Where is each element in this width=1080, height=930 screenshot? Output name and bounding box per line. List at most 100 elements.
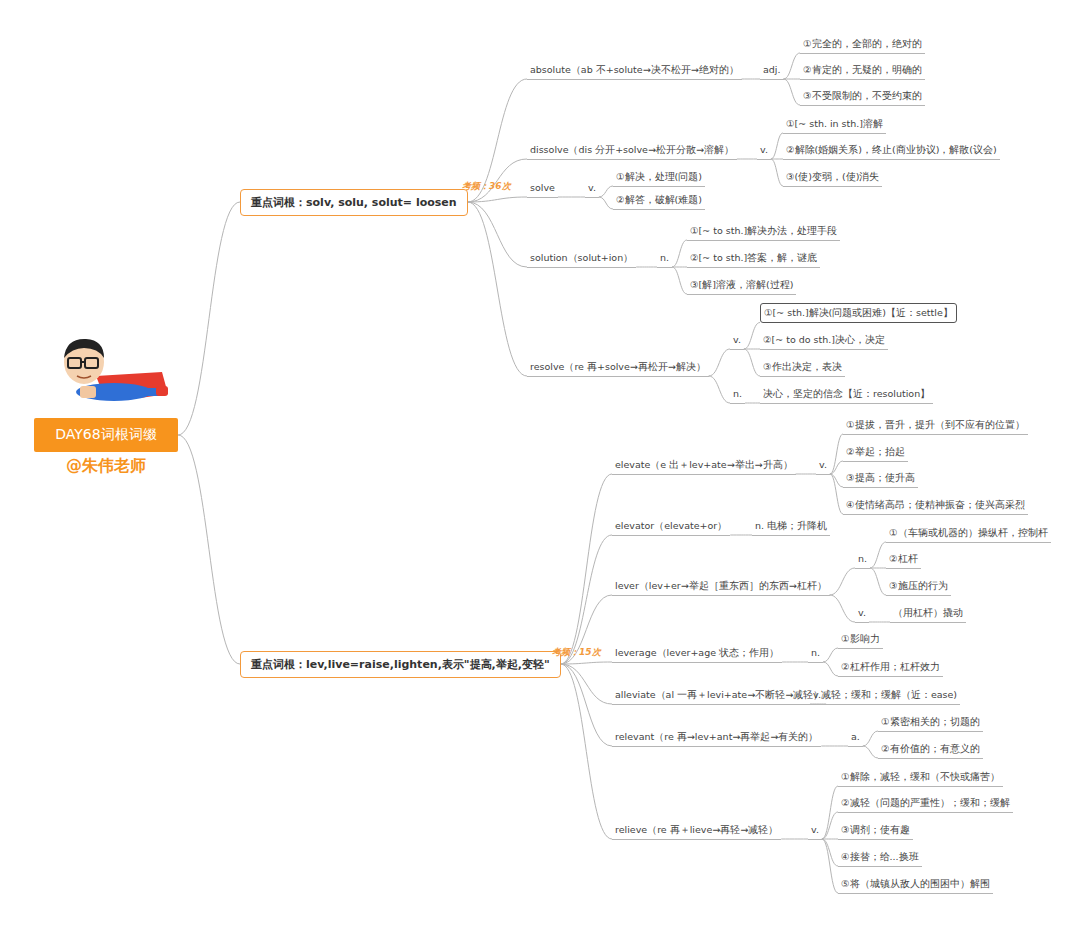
branch-topic: ③调剂；使有趣	[838, 821, 913, 840]
boot	[156, 386, 168, 396]
branch-topic: a.	[848, 728, 863, 747]
node-text: DAY68词根词缀	[55, 426, 156, 444]
node-text: ①解除，减轻，缓和（不快或痛苦）	[841, 771, 1000, 782]
branch-connector	[709, 349, 730, 376]
node-text: ①紧密相关的；切题的	[881, 716, 980, 727]
branch-topic: ①[~ sth. in sth.]溶解	[783, 115, 886, 134]
node-text: 重点词根：solv, solu, solut= loosen	[251, 196, 457, 209]
node-text: n. 电梯；升降机	[755, 520, 827, 531]
node-text: ③作出决定，表决	[763, 361, 842, 372]
node-text: dissolve（dis 分开+solve→松开分散→溶解）	[530, 144, 734, 155]
branch-topic: n.	[808, 644, 823, 663]
node-text: ①[~ to sth.]解决办法，处理手段	[690, 225, 837, 236]
branch-connector	[178, 435, 240, 664]
branch-connector	[672, 267, 687, 294]
branch-connector	[830, 595, 855, 622]
branch-topic: ②有价值的；有意义的	[878, 740, 983, 759]
branch-topic: ③施压的行为	[886, 577, 951, 596]
root-topic-box: 重点词根：solv, solu, solut= loosen	[240, 189, 468, 216]
node-text: absolute（ab 不+solute→决不松开→绝对的）	[530, 64, 739, 75]
glasses	[68, 358, 81, 368]
node-text: lever（lev+er→举起［重东西］的东西→杠杆）	[615, 580, 827, 591]
branch-connector	[178, 202, 240, 435]
node-text: solution（solut+ion）	[530, 252, 633, 263]
node-text: n.	[660, 252, 669, 263]
branch-topic: relieve（re 再＋lieve→再轻→减轻）	[612, 821, 781, 840]
branch-topic: v.	[816, 456, 830, 475]
branch-topic: adj.	[760, 61, 784, 80]
node-text: ③调剂；使有趣	[841, 824, 910, 835]
node-text: ①解决，处理(问题)	[616, 171, 702, 182]
branch-topic: ②杠杆	[886, 550, 921, 569]
branch-topic: ①影响力	[838, 630, 883, 649]
branch-topic: ③提高；使升高	[843, 469, 918, 488]
glasses	[85, 358, 98, 368]
branch-connector	[636, 267, 657, 268]
branch-topic: ③(使)变弱，(使)消失	[783, 168, 882, 187]
branch-connector	[468, 197, 527, 202]
branch-connector	[796, 474, 816, 475]
branch-topic: ②肯定的，无疑的，明确的	[800, 61, 925, 80]
glasses-bridge	[81, 361, 85, 363]
branch-connector	[821, 746, 848, 747]
node-text: ②肯定的，无疑的，明确的	[803, 64, 922, 75]
branch-topic: n.	[657, 249, 672, 268]
node-text: leverage（lever+age 状态；作用）	[615, 647, 779, 658]
branch-connector	[561, 662, 612, 664]
branch-topic: elevate（e 出＋lev+ate→举出→升高）	[612, 456, 796, 475]
branch-connector	[869, 622, 890, 623]
branch-topic: ③不受限制的，不受约束的	[800, 87, 925, 106]
branch-topic: n.	[855, 550, 870, 569]
branch-topic: v.	[585, 179, 599, 198]
branch-connector	[730, 535, 752, 536]
branch-connector	[823, 662, 838, 676]
node-text: elevate（e 出＋lev+ate→举出→升高）	[615, 459, 793, 470]
node-text: v.	[733, 334, 741, 345]
node-text: ①提拔，晋升，提升（到不应有的位置）	[846, 419, 1025, 430]
node-text: elevator（elevate+or）	[615, 520, 727, 531]
branch-connector	[830, 568, 855, 595]
node-text: n.	[733, 388, 742, 399]
node-text: 决心，坚定的信念【近：resolution】	[763, 388, 930, 399]
node-text: 重点词根：lev,live=raise,lighten,表示"提高,举起,变轻"	[251, 658, 550, 671]
branch-connector	[870, 568, 886, 595]
branch-connector	[672, 240, 687, 267]
branch-topic: lever（lev+er→举起［重东西］的东西→杠杆）	[612, 577, 830, 596]
branch-topic: leverage（lever+age 状态；作用）	[612, 644, 782, 663]
node-text: solve	[530, 182, 555, 193]
node-text: ①影响力	[841, 633, 880, 644]
node-text: ②解答，破解(难题)	[616, 194, 702, 205]
node-text: adj.	[763, 64, 781, 75]
branch-topic: resolve（re 再+solve→再松开→解决）	[527, 358, 709, 377]
node-text: n.	[858, 553, 867, 564]
branch-connector	[561, 664, 612, 746]
branch-connector	[822, 786, 838, 839]
branch-topic: v.	[855, 604, 869, 623]
node-text: ①完全的，全部的，绝对的	[803, 38, 922, 49]
branch-topic: relevant（re 再→lev+ant→再举起→有关的）	[612, 728, 821, 747]
branch-connector	[558, 197, 585, 198]
superhero-illustration	[44, 336, 174, 418]
node-text: ③不受限制的，不受约束的	[803, 90, 922, 101]
node-text: v.	[811, 824, 819, 835]
branch-connector	[561, 664, 612, 839]
node-text: （用杠杆）撬动	[893, 607, 963, 618]
node-text: ①（车辆或机器的）操纵杆，控制杆	[889, 527, 1048, 538]
node-text: ②有价值的；有意义的	[881, 743, 980, 754]
branch-topic: ①（车辆或机器的）操纵杆，控制杆	[886, 524, 1051, 543]
branch-connector	[737, 159, 757, 160]
branch-topic: elevator（elevate+or）	[612, 517, 730, 536]
branch-connector	[784, 53, 800, 79]
node-text: ③[解]溶液，溶解(过程)	[690, 279, 793, 290]
branch-connector	[784, 79, 800, 105]
node-text: resolve（re 再+solve→再松开→解决）	[530, 361, 706, 372]
branch-connector	[822, 839, 838, 866]
node-text: ①[~ sth. in sth.]溶解	[786, 118, 883, 129]
branch-connector	[830, 434, 843, 474]
node-text: ②[~ to sth.]答案，解，谜底	[690, 252, 817, 263]
node-text: ②杠杆	[889, 553, 918, 564]
branch-connector	[744, 349, 760, 376]
branch-topic: v.	[757, 141, 771, 160]
